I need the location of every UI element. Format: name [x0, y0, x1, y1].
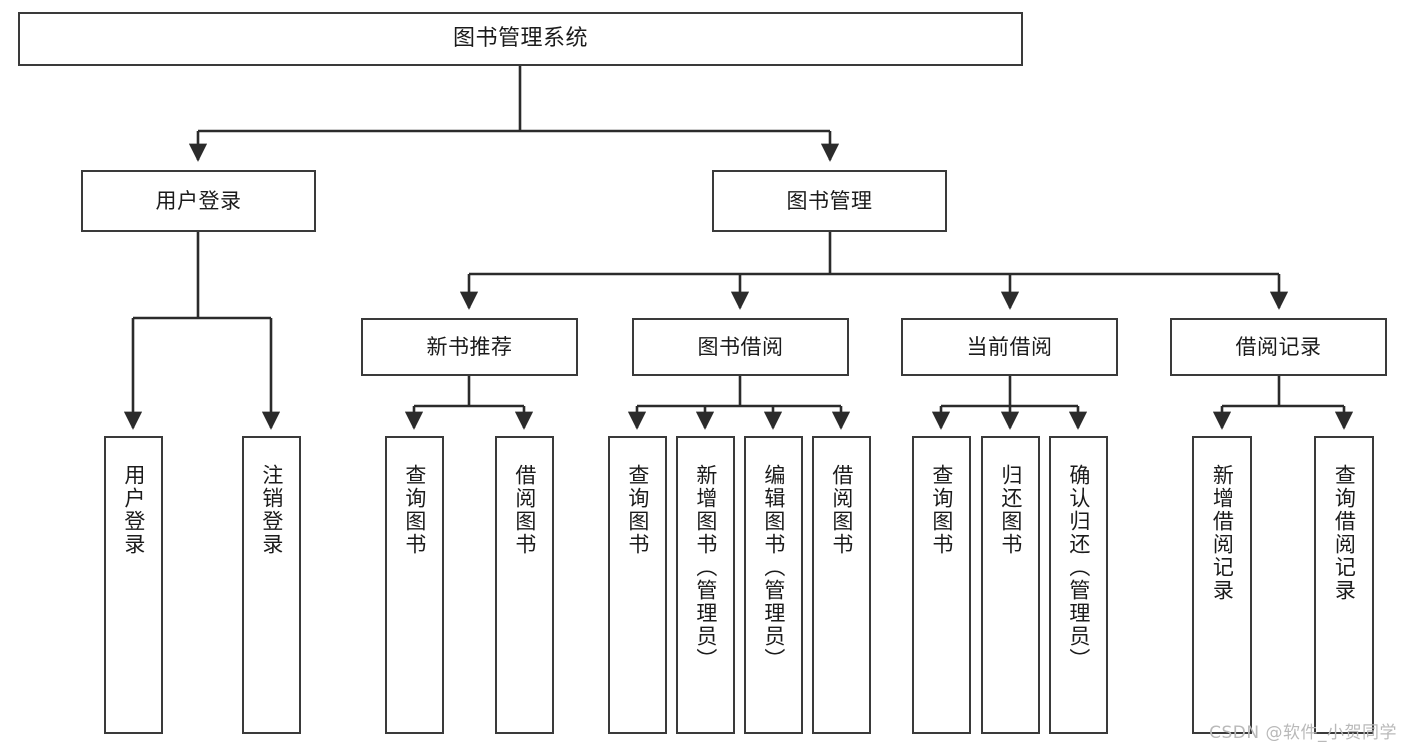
node-leaf-query-book-1[interactable]: 查询图书	[385, 436, 444, 734]
node-borrow-record[interactable]: 借阅记录	[1170, 318, 1387, 376]
node-label: 图书借阅	[697, 334, 784, 359]
node-leaf-query-record[interactable]: 查询借阅记录	[1314, 436, 1374, 734]
watermark-text: CSDN @软件_小贺同学	[1209, 723, 1397, 743]
node-label: 查询图书	[929, 464, 954, 556]
node-label: 借阅图书	[829, 464, 854, 556]
node-leaf-edit-book[interactable]: 编辑图书（管理员）	[744, 436, 803, 734]
node-leaf-logout-login[interactable]: 注销登录	[242, 436, 301, 734]
node-book-manage[interactable]: 图书管理	[712, 170, 947, 232]
node-book-borrow[interactable]: 图书借阅	[632, 318, 849, 376]
node-label: 当前借阅	[966, 334, 1053, 359]
node-label: 新增图书（管理员）	[693, 464, 718, 671]
node-current-borrow[interactable]: 当前借阅	[901, 318, 1118, 376]
node-leaf-query-book-2[interactable]: 查询图书	[608, 436, 667, 734]
node-label: 查询图书	[402, 464, 427, 556]
node-label: 图书管理系统	[452, 26, 588, 52]
node-label: 查询图书	[625, 464, 650, 556]
node-leaf-user-login[interactable]: 用户登录	[104, 436, 163, 734]
node-label: 借阅图书	[512, 464, 537, 556]
node-label: 新增借阅记录	[1210, 464, 1235, 602]
node-label: 图书管理	[786, 188, 873, 213]
node-leaf-confirm-return[interactable]: 确认归还（管理员）	[1049, 436, 1108, 734]
node-leaf-query-book-3[interactable]: 查询图书	[912, 436, 971, 734]
node-label: 注销登录	[259, 464, 284, 556]
node-label: 新书推荐	[426, 334, 513, 359]
node-leaf-add-record[interactable]: 新增借阅记录	[1192, 436, 1252, 734]
node-label: 用户登录	[121, 464, 146, 556]
node-label: 确认归还（管理员）	[1066, 464, 1091, 671]
node-label: 用户登录	[155, 188, 242, 213]
node-user-login[interactable]: 用户登录	[81, 170, 316, 232]
node-label: 编辑图书（管理员）	[761, 464, 786, 671]
node-label: 借阅记录	[1235, 334, 1322, 359]
node-leaf-add-book[interactable]: 新增图书（管理员）	[676, 436, 735, 734]
node-new-book-recommend[interactable]: 新书推荐	[361, 318, 578, 376]
node-label: 查询借阅记录	[1332, 464, 1357, 602]
node-leaf-borrow-book-2[interactable]: 借阅图书	[812, 436, 871, 734]
node-label: 归还图书	[998, 464, 1023, 556]
node-root-system[interactable]: 图书管理系统	[18, 12, 1023, 66]
node-leaf-borrow-book-1[interactable]: 借阅图书	[495, 436, 554, 734]
node-leaf-return-book[interactable]: 归还图书	[981, 436, 1040, 734]
